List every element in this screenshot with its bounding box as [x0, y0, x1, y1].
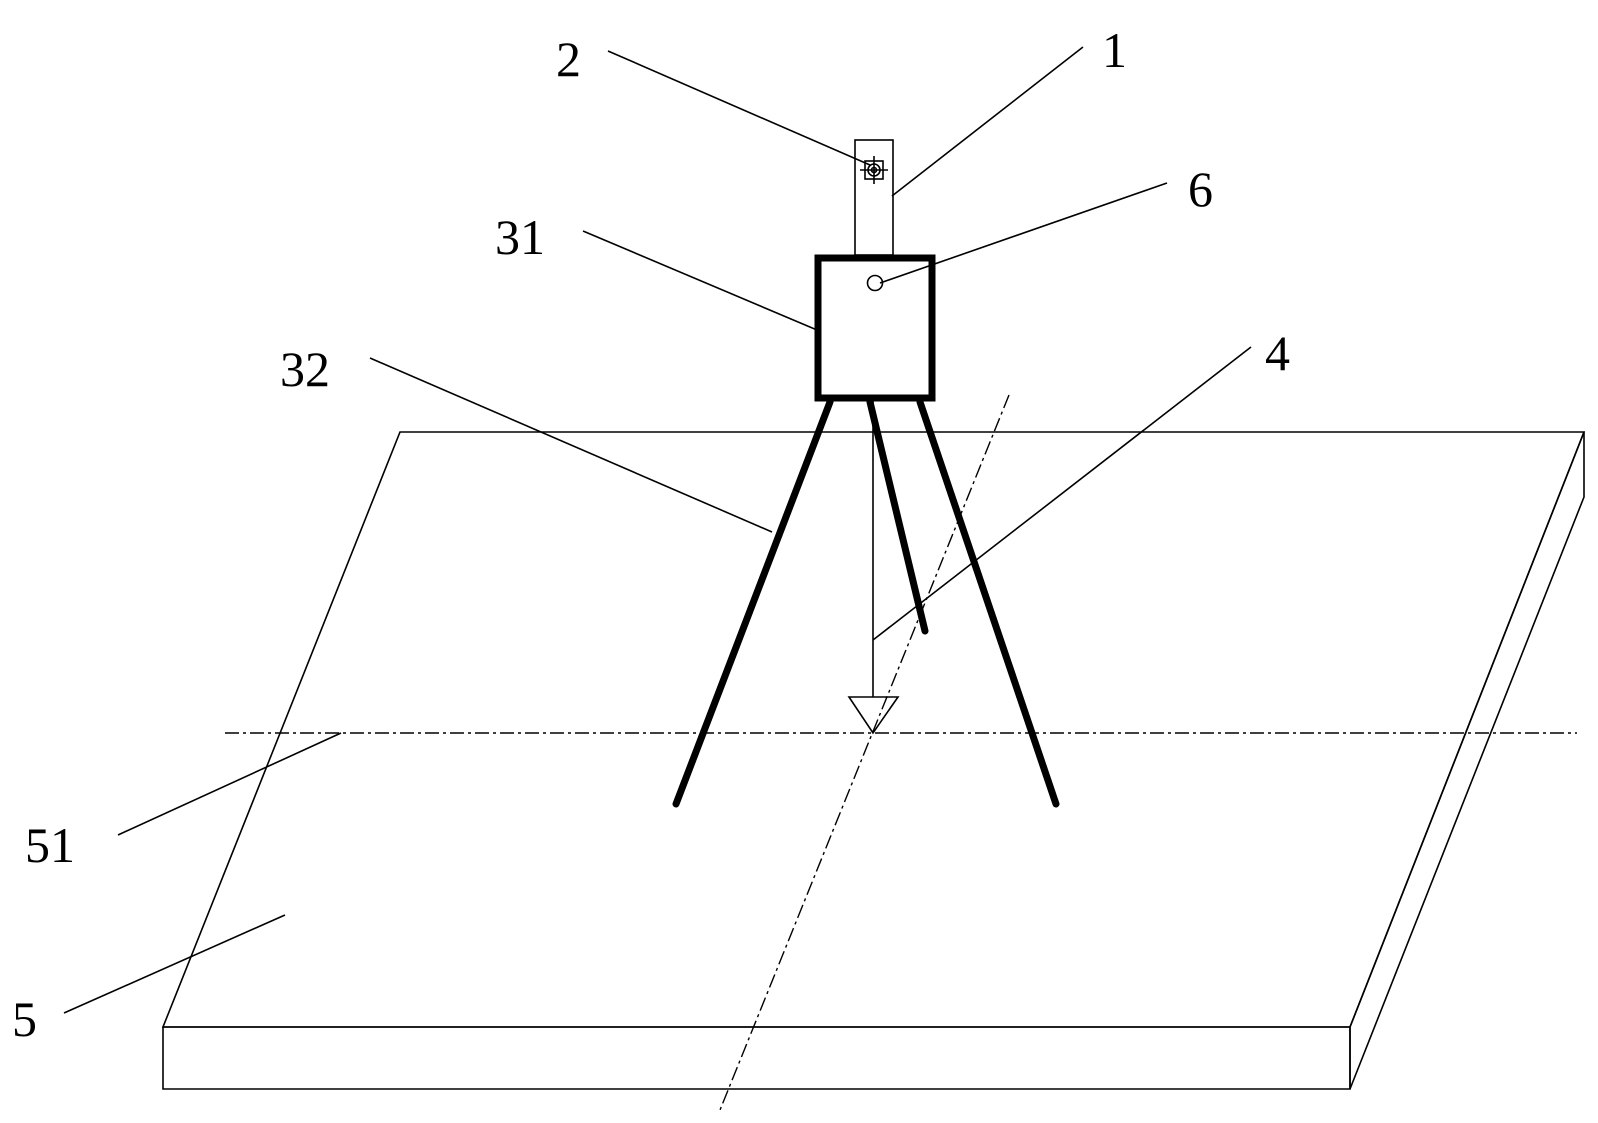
housing-box	[814, 254, 936, 402]
plumb-bob	[847, 696, 900, 735]
leader-line-32	[369, 357, 773, 533]
rod	[854, 139, 894, 256]
hole	[866, 274, 884, 292]
tripod-leg-right	[916, 398, 1060, 808]
reference-line-diagonal	[719, 394, 1010, 1111]
label-5: 5	[12, 991, 37, 1047]
plate-front-face	[162, 1026, 1351, 1090]
tripod-leg-middle	[866, 398, 929, 635]
label-4: 4	[1265, 325, 1290, 381]
label-6: 6	[1188, 161, 1213, 217]
leader-lines	[63, 46, 1252, 1014]
leader-line-5	[63, 914, 286, 1014]
plumb-line	[847, 401, 900, 735]
leader-line-2	[607, 50, 871, 166]
label-1: 1	[1102, 22, 1127, 78]
label-2: 2	[556, 31, 581, 87]
target-icon	[860, 156, 888, 184]
tripod-legs	[672, 398, 1060, 808]
tripod-leg-left	[672, 398, 834, 808]
plate	[161, 431, 1586, 1090]
label-32: 32	[280, 341, 330, 397]
leader-line-31	[582, 230, 818, 331]
leader-line-6	[879, 182, 1168, 284]
leader-line-1	[891, 46, 1084, 197]
leader-line-51	[117, 732, 342, 836]
labels: 2 1 31 6 32 4 51 5	[12, 22, 1290, 1047]
label-51: 51	[25, 817, 75, 873]
leader-line-4	[872, 346, 1252, 641]
label-31: 31	[495, 209, 545, 265]
plate-side-face	[1349, 431, 1585, 1090]
